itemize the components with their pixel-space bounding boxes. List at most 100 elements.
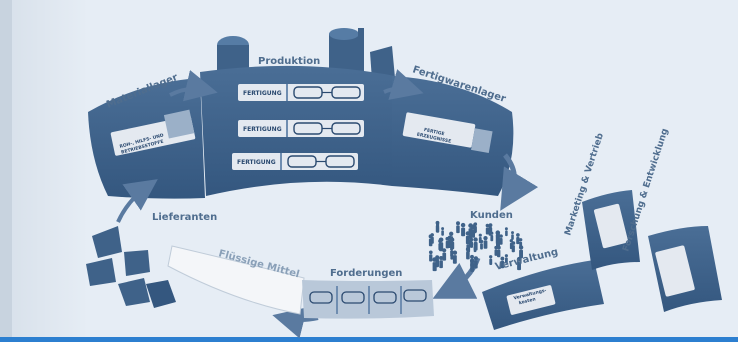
person-head xyxy=(450,250,454,254)
person-head xyxy=(438,239,442,243)
person-head xyxy=(485,223,490,228)
person-head xyxy=(441,227,445,231)
person-body xyxy=(483,240,488,249)
person-head xyxy=(442,248,447,253)
arrow-material-to-produktion xyxy=(169,70,218,102)
person-body xyxy=(511,245,515,253)
person-body xyxy=(496,238,500,247)
person-body xyxy=(500,260,505,269)
person-head xyxy=(494,245,498,250)
person-head xyxy=(449,231,454,236)
person-body xyxy=(497,249,501,258)
produktion-label: Produktion xyxy=(258,56,320,67)
fertigung-row: FERTIGUNG xyxy=(238,84,364,101)
person-body xyxy=(470,263,475,272)
fertigwaren-box xyxy=(402,112,476,148)
fluessige-mittel-block xyxy=(167,245,305,315)
lieferanten-label: Lieferanten xyxy=(152,212,217,223)
forderungen-label: Forderungen xyxy=(330,268,402,279)
person-head xyxy=(518,245,524,250)
person-head xyxy=(504,227,508,231)
arrow-forderungen-to-mittel xyxy=(272,307,319,339)
person-body xyxy=(429,254,433,262)
person-body xyxy=(473,226,477,234)
person-head xyxy=(511,241,516,245)
kunden-label: Kunden xyxy=(470,210,513,221)
person-body xyxy=(517,261,521,271)
person-body xyxy=(428,238,433,247)
person-body xyxy=(505,230,508,237)
arrow-lieferanten-to-material xyxy=(116,179,158,223)
person-head xyxy=(435,223,440,227)
fertigung-label-1: FERTIGUNG xyxy=(243,90,282,97)
left-edge-shadow xyxy=(0,0,12,342)
fertigung-label-2: FERTIGUNG xyxy=(243,126,282,133)
person-head xyxy=(488,225,492,230)
person-head xyxy=(473,237,478,242)
person-head xyxy=(483,235,488,241)
person-body xyxy=(450,253,454,260)
person-head xyxy=(519,238,523,242)
person-body xyxy=(435,260,439,268)
person-head xyxy=(473,222,477,227)
person-body xyxy=(474,260,478,269)
person-head xyxy=(504,254,508,258)
person-head xyxy=(511,231,514,235)
person-body xyxy=(441,230,444,236)
person-head xyxy=(460,222,466,228)
fertigwaren-box-line1: FERTIGE xyxy=(423,127,445,137)
person-head xyxy=(456,221,460,226)
person-body xyxy=(438,243,442,251)
person-body xyxy=(439,260,443,269)
person-head xyxy=(469,258,475,263)
verwaltung-box xyxy=(506,285,556,315)
lieferanten-cluster xyxy=(86,226,176,308)
person-head xyxy=(495,233,501,238)
person-body xyxy=(494,249,498,256)
person-body xyxy=(490,235,494,242)
person-body xyxy=(456,225,460,234)
arrow-produktion-to-fertig xyxy=(383,69,424,100)
person-head xyxy=(516,233,520,237)
forderungen-slots xyxy=(309,289,427,304)
arrow-fertig-to-kunden xyxy=(500,153,539,211)
person-head xyxy=(473,256,478,261)
fertigung-label-3: FERTIGUNG xyxy=(237,159,276,166)
kunden-crowd xyxy=(428,220,524,272)
fertigung-row: FERTIGUNG xyxy=(238,120,364,137)
person-head xyxy=(500,256,505,261)
person-head xyxy=(489,255,493,259)
person-body xyxy=(478,237,482,244)
person-body xyxy=(505,257,508,264)
person-body xyxy=(511,234,514,240)
person-head xyxy=(428,250,433,255)
person-head xyxy=(470,254,474,259)
bottom-accent-bar xyxy=(0,337,738,342)
person-body xyxy=(473,242,478,251)
person-head xyxy=(435,257,439,261)
person-body xyxy=(519,249,523,259)
person-body xyxy=(442,252,447,261)
person-head xyxy=(478,233,482,237)
person-body xyxy=(488,229,492,236)
person-body xyxy=(452,255,457,264)
person-head xyxy=(509,239,513,243)
verwaltung-box-line2: kosten xyxy=(518,296,536,306)
person-body xyxy=(489,258,493,265)
person-body xyxy=(449,236,454,245)
person-head xyxy=(439,255,444,261)
person-body xyxy=(436,226,440,233)
person-body xyxy=(499,238,503,245)
person-body xyxy=(466,244,471,253)
fertigung-row: FERTIGUNG xyxy=(232,153,358,170)
person-head xyxy=(468,235,473,240)
person-head xyxy=(450,247,454,251)
person-head xyxy=(452,250,458,255)
person-body xyxy=(485,227,489,235)
person-body xyxy=(516,237,520,245)
person-body xyxy=(432,262,437,272)
person-body xyxy=(461,227,466,237)
person-body xyxy=(466,251,470,260)
person-head xyxy=(466,239,471,244)
